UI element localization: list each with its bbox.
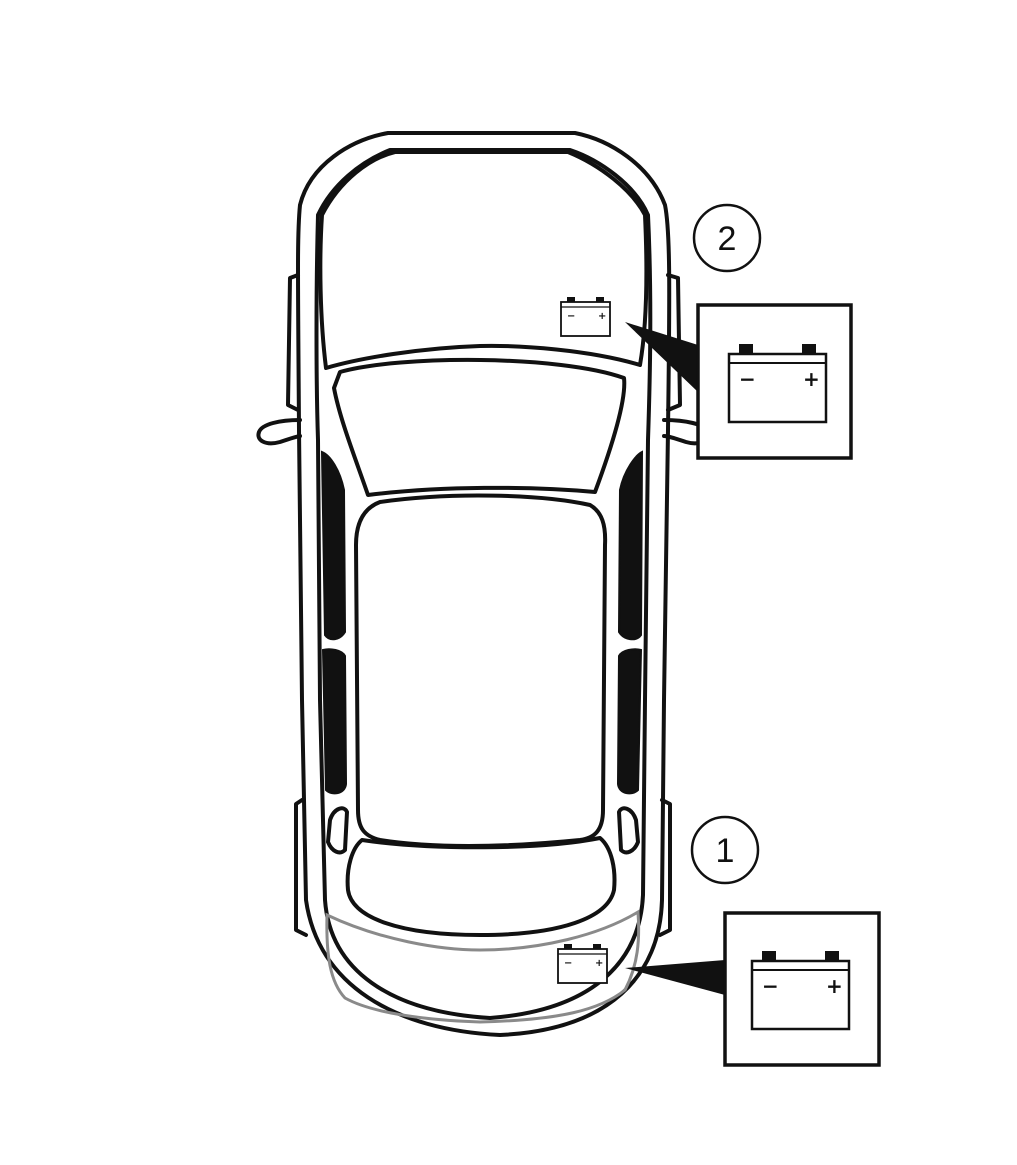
rear-battery-positive-terminal: + — [595, 958, 603, 969]
rear-battery-negative-terminal: − — [564, 958, 572, 969]
left-rear-window — [321, 648, 348, 795]
callout-number-2: 2 — [692, 203, 762, 273]
front-battery-marker: − + — [560, 297, 611, 337]
callout-number-1: 1 — [690, 815, 760, 885]
car-body — [256, 131, 711, 1037]
rear-battery-zoom-icon: − + — [750, 951, 851, 1031]
left-mirror — [256, 418, 302, 446]
rear-battery-marker: − + — [557, 944, 608, 984]
svg-text:+: + — [826, 974, 843, 998]
rear-battery-callout-box: − + — [723, 911, 881, 1067]
hood-panel — [318, 150, 649, 370]
front-callout-pointer — [625, 322, 698, 392]
rear-callout-pointer — [625, 960, 725, 995]
rear-window — [345, 836, 617, 937]
right-rear-window — [616, 648, 643, 795]
car-outer-outline — [296, 131, 672, 1037]
rear-left-wheel — [294, 798, 308, 937]
front-battery-positive-terminal: + — [598, 311, 606, 322]
front-battery-zoom-icon: − + — [727, 344, 828, 424]
right-front-window — [617, 450, 644, 641]
front-battery-negative-terminal: − — [567, 311, 575, 322]
front-left-wheel — [286, 273, 300, 412]
left-quarter-window — [326, 806, 349, 855]
rear-right-wheel — [658, 798, 672, 937]
left-front-window — [320, 450, 347, 641]
car-inner-outline — [314, 148, 653, 1020]
svg-text:−: − — [762, 974, 779, 998]
trunk-area-outline — [325, 909, 641, 1024]
callout-number-1-label: 1 — [716, 832, 735, 870]
svg-text:−: − — [739, 367, 756, 391]
right-quarter-window — [617, 806, 640, 855]
svg-text:+: + — [803, 367, 820, 391]
front-battery-callout-box: − + — [696, 303, 853, 460]
side-windows — [320, 450, 644, 795]
windshield — [332, 357, 627, 497]
callout-number-2-label: 2 — [718, 220, 737, 258]
roof-panel — [354, 493, 608, 848]
